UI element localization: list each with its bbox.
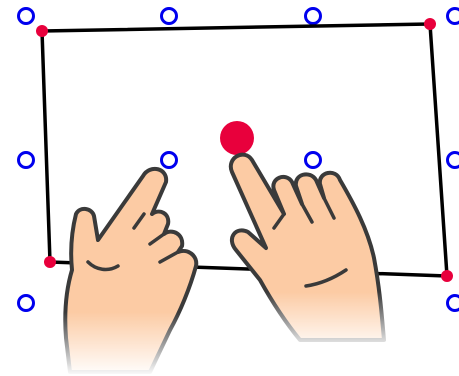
grid-dot[interactable] bbox=[448, 153, 459, 168]
right-hand-icon bbox=[231, 155, 396, 352]
grid-dot[interactable] bbox=[306, 153, 321, 168]
shape-vertex[interactable] bbox=[441, 270, 453, 282]
grid-dot[interactable] bbox=[162, 153, 177, 168]
left-hand-icon bbox=[60, 169, 200, 376]
grid-dot[interactable] bbox=[19, 153, 34, 168]
grid-dot[interactable] bbox=[19, 296, 34, 311]
grid-dot[interactable] bbox=[162, 9, 177, 24]
active-point[interactable] bbox=[220, 121, 254, 155]
shape-vertex[interactable] bbox=[36, 25, 48, 37]
shape-vertex[interactable] bbox=[424, 18, 436, 30]
grid-dot[interactable] bbox=[448, 9, 459, 24]
shape-vertex[interactable] bbox=[44, 256, 56, 268]
grid-dot[interactable] bbox=[19, 9, 34, 24]
grid-dot[interactable] bbox=[306, 9, 321, 24]
grid-dot[interactable] bbox=[448, 296, 459, 311]
